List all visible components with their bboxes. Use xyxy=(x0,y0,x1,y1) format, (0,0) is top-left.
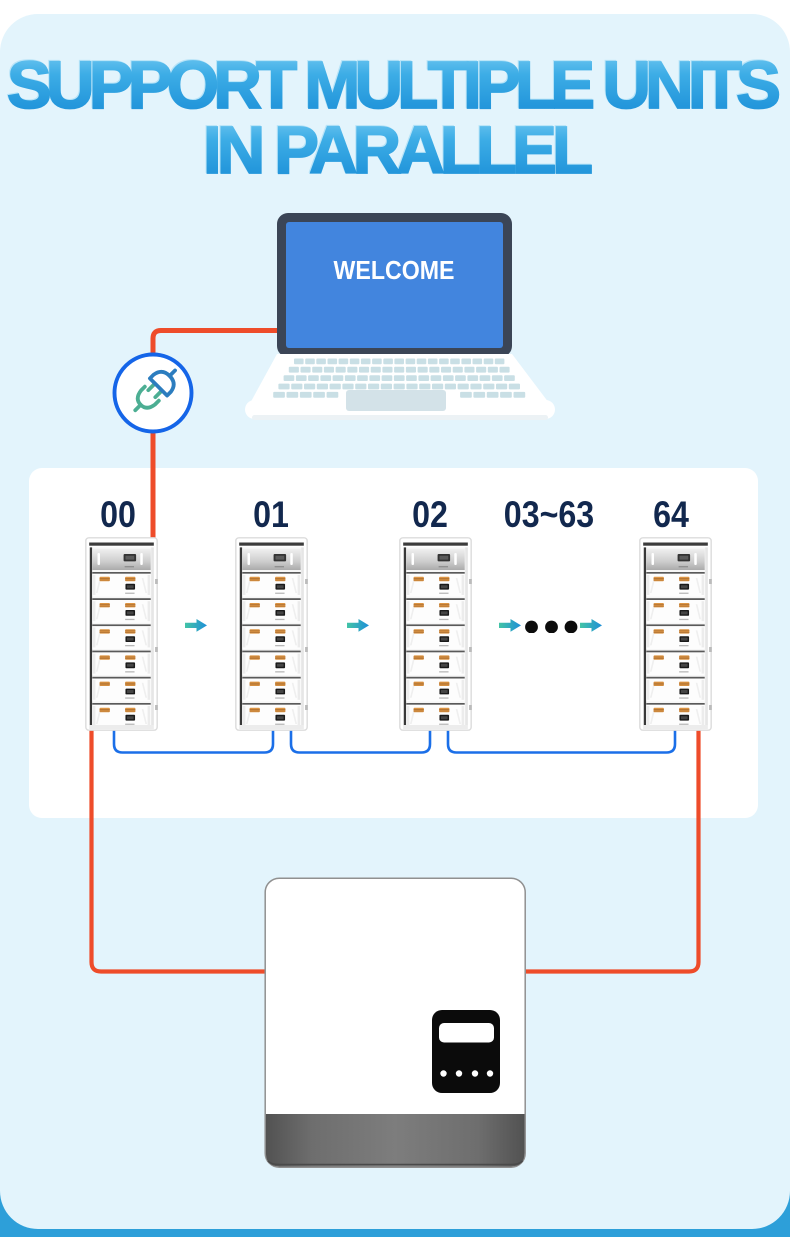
svg-text:WELCOME: WELCOME xyxy=(334,255,455,285)
svg-text:IN PARALLEL: IN PARALLEL xyxy=(202,112,592,187)
svg-text:SUPPORT MULTIPLE UNITS: SUPPORT MULTIPLE UNITS xyxy=(6,47,780,122)
svg-text:IN PARALLEL: IN PARALLEL xyxy=(203,113,593,188)
svg-text:SUPPORT MULTIPLE UNITS: SUPPORT MULTIPLE UNITS xyxy=(7,48,781,123)
